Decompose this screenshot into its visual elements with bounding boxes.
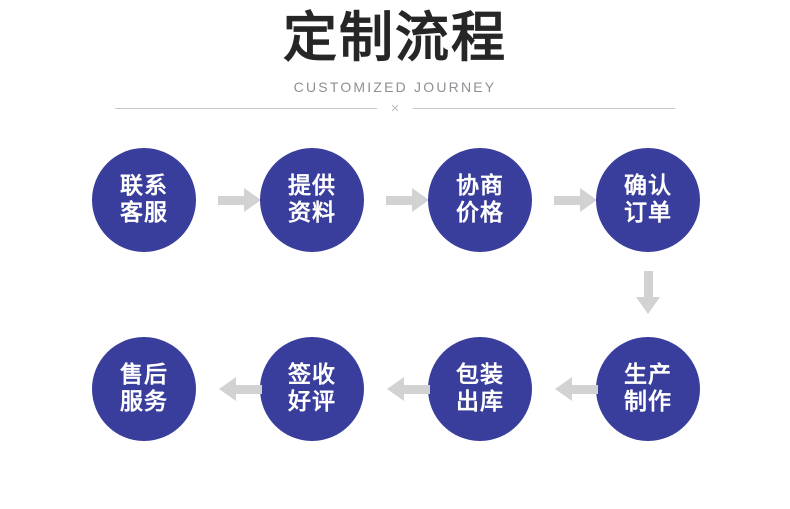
flow-step-label-line2: 订单: [624, 200, 672, 226]
arrow-left-icon-1: [554, 377, 598, 401]
arrow-shaft: [386, 196, 414, 205]
arrow-head: [219, 377, 236, 401]
flow-step-label-line2: 服务: [120, 389, 168, 415]
flow-step-label-line1: 确认: [624, 173, 672, 199]
flow-step-label-line1: 售后: [120, 362, 168, 388]
flow-step-provide-materials[interactable]: 提供 资料: [260, 148, 364, 252]
flow-step-label-line1: 生产: [624, 362, 672, 388]
flow-step-label-line1: 提供: [288, 173, 336, 199]
divider-rule-left: [115, 108, 377, 109]
process-flow: 联系 客服 提供 资料 协商 价格 确认 订单: [0, 125, 790, 509]
flow-step-label-line1: 包装: [456, 362, 504, 388]
arrow-head: [387, 377, 404, 401]
arrow-left-icon-3: [218, 377, 262, 401]
arrow-head: [244, 188, 261, 212]
arrow-shaft: [402, 385, 430, 394]
page-subtitle: CUSTOMIZED JOURNEY: [293, 79, 497, 95]
banner-header: 定制流程 CUSTOMIZED JOURNEY ×: [0, 0, 790, 125]
flow-step-label-line2: 好评: [288, 389, 336, 415]
page-title: 定制流程: [283, 6, 507, 69]
arrow-head: [555, 377, 572, 401]
flow-step-label-line2: 资料: [288, 200, 336, 226]
arrow-head: [580, 188, 597, 212]
divider-rule-right: [413, 108, 675, 109]
flow-step-label-line2: 价格: [456, 200, 504, 226]
flow-step-confirm-order[interactable]: 确认 订单: [596, 148, 700, 252]
arrow-left-icon-2: [386, 377, 430, 401]
flow-step-after-sales-service[interactable]: 售后 服务: [92, 337, 196, 441]
flow-step-packing-shipping[interactable]: 包装 出库: [428, 337, 532, 441]
arrow-right-icon-1: [218, 188, 262, 212]
arrow-head: [636, 297, 660, 314]
flow-step-label-line2: 制作: [624, 389, 672, 415]
arrow-shaft: [570, 385, 598, 394]
flow-step-production[interactable]: 生产 制作: [596, 337, 700, 441]
flow-step-label-line1: 签收: [288, 362, 336, 388]
arrow-shaft: [234, 385, 262, 394]
flow-step-negotiate-price[interactable]: 协商 价格: [428, 148, 532, 252]
arrow-shaft: [218, 196, 246, 205]
arrow-right-icon-3: [554, 188, 598, 212]
arrow-shaft: [644, 271, 653, 299]
arrow-down-icon: [636, 271, 660, 315]
divider-x-icon: ×: [390, 100, 400, 117]
divider: ×: [115, 100, 675, 118]
arrow-right-icon-2: [386, 188, 430, 212]
arrow-head: [412, 188, 429, 212]
flow-step-label-line1: 协商: [456, 173, 504, 199]
arrow-shaft: [554, 196, 582, 205]
flow-step-receipt-review[interactable]: 签收 好评: [260, 337, 364, 441]
flow-step-label-line1: 联系: [120, 173, 168, 199]
flow-step-label-line2: 出库: [456, 389, 504, 415]
flow-step-contact-support[interactable]: 联系 客服: [92, 148, 196, 252]
flow-step-label-line2: 客服: [120, 200, 168, 226]
